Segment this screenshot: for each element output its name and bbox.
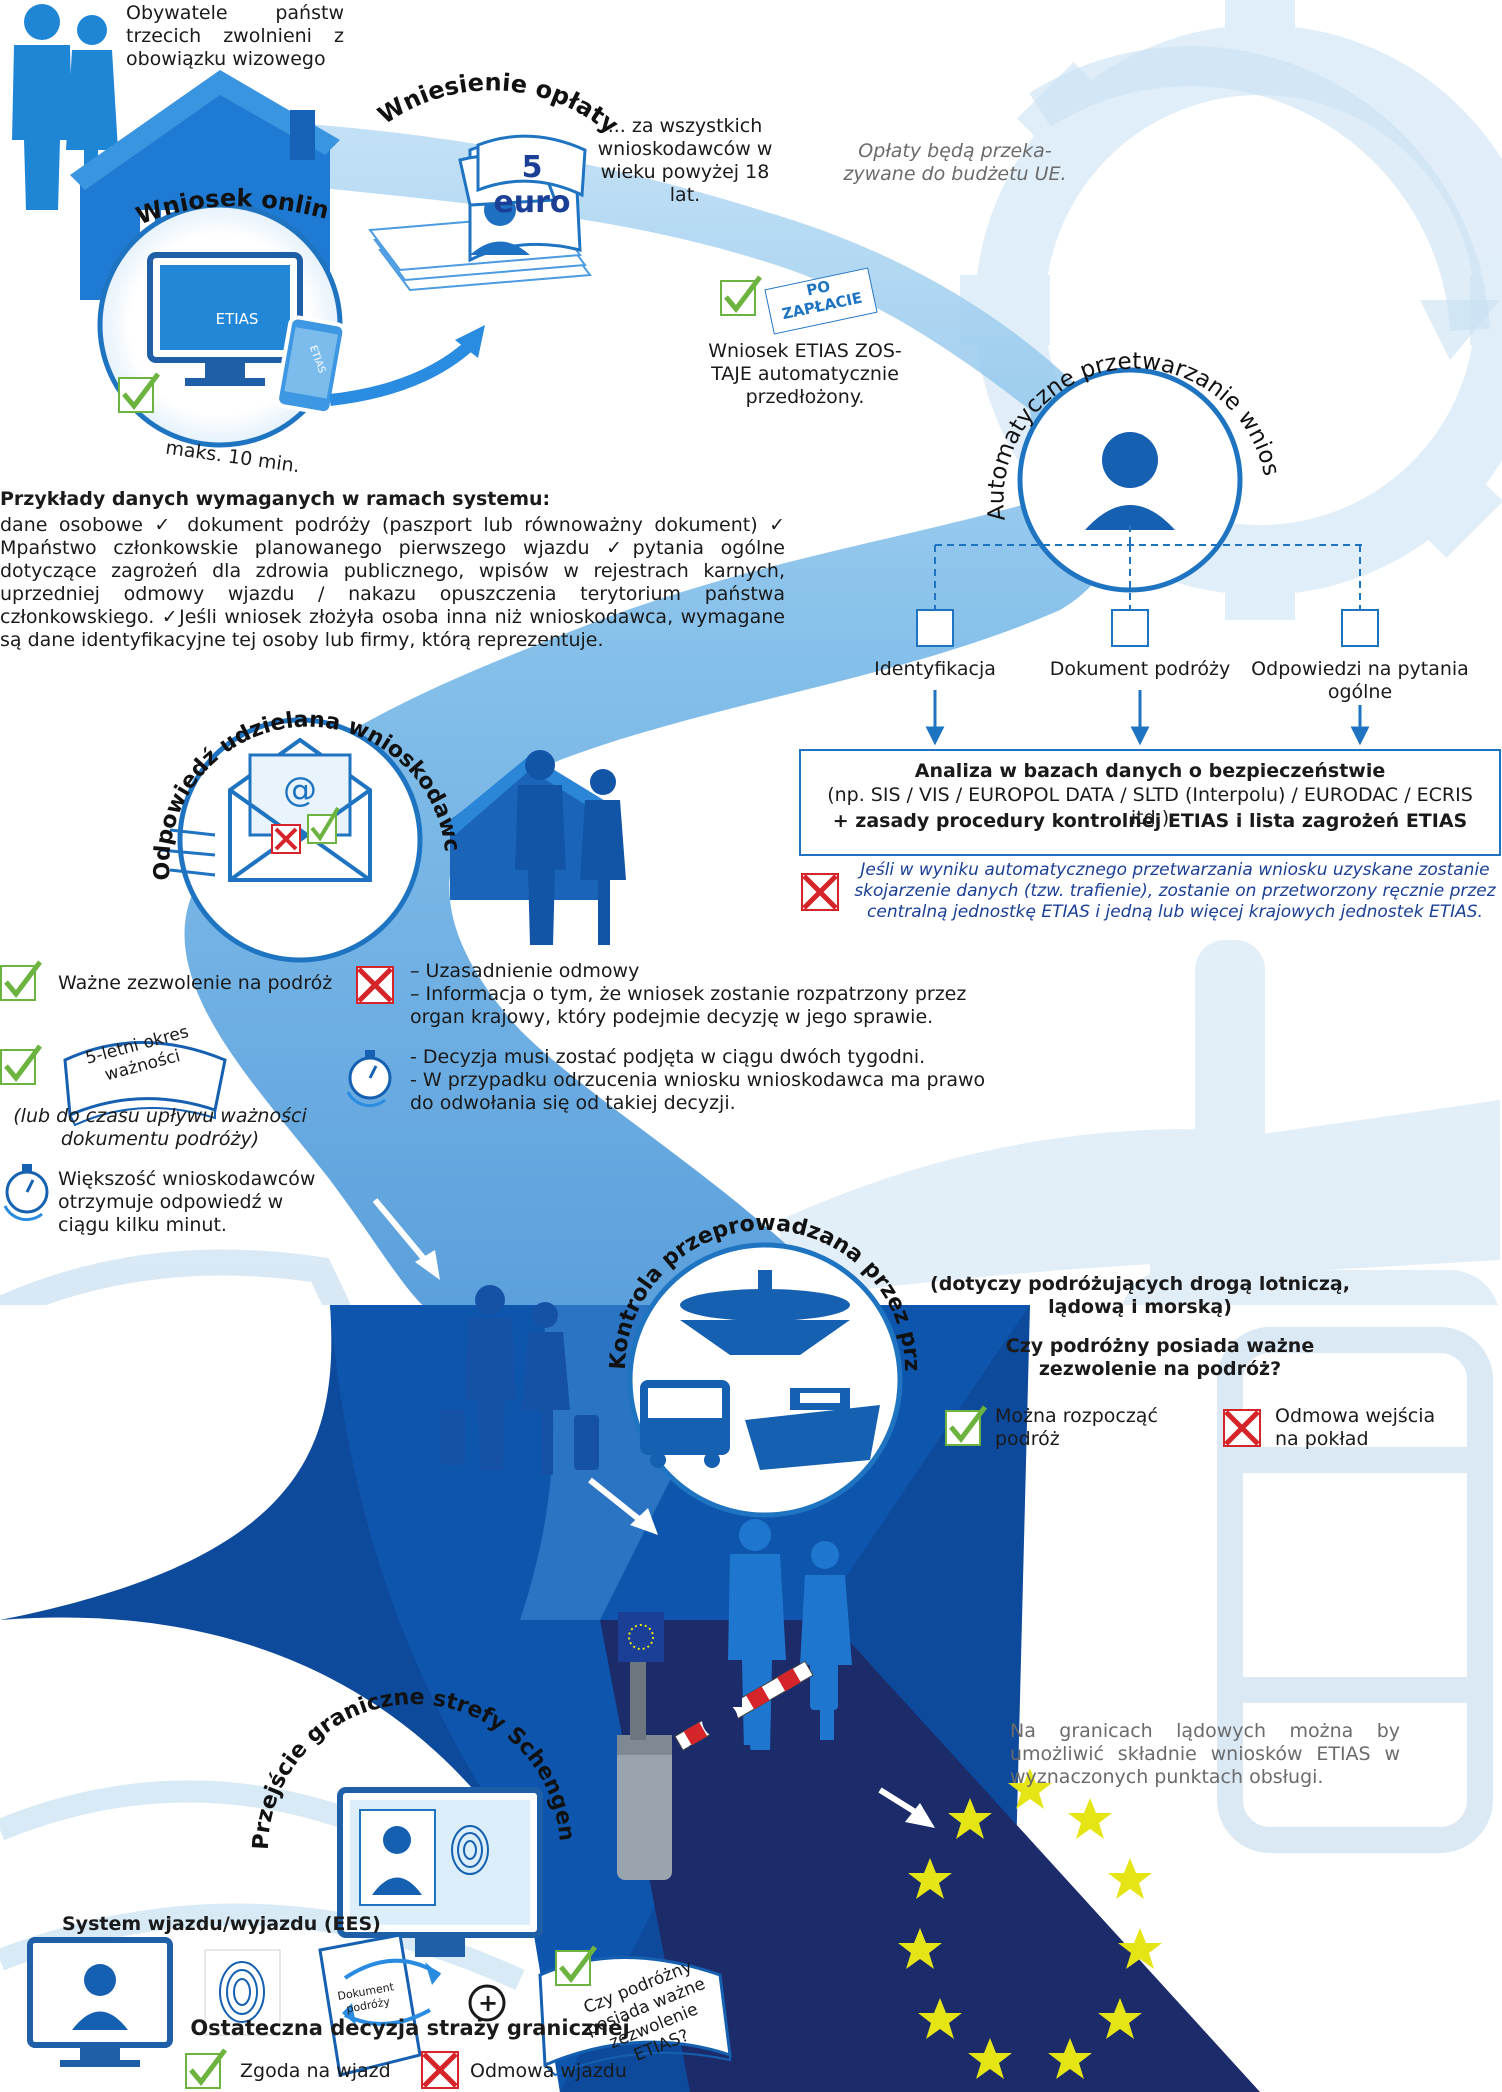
- ship-icon: [745, 1388, 880, 1470]
- carrier-yes: Można rozpocząć podróż: [995, 1405, 1158, 1450]
- person-icon: [728, 1519, 852, 1750]
- fast-response: Większość wnioskodawców otrzymuje odpowi…: [58, 1168, 316, 1236]
- fee-description: ... za wszystkich wnioskodawców w wieku …: [597, 115, 773, 206]
- data-examples-heading: Przykłady danych wymaganych w ramach sys…: [0, 488, 551, 510]
- analysis-text: (np. SIS / VIS / EUROPOL DATA / SLTD (In…: [827, 784, 1473, 829]
- processing-branches: [934, 525, 1365, 610]
- monitor-icon: [27, 1937, 173, 2067]
- cross-icon: [800, 872, 840, 912]
- entry-refused: Odmowa wjazdu: [470, 2060, 627, 2082]
- branch-identification: Identyfikacja: [874, 658, 996, 680]
- envelope-icon: [159, 737, 372, 882]
- eligible-travellers: Obywatele państw trzecich zwolnieni z ob…: [126, 2, 344, 70]
- cross-icon: [355, 965, 395, 1005]
- phone-icon: [275, 315, 347, 416]
- analysis-box: [799, 749, 1501, 856]
- check-icon: [185, 2048, 227, 2090]
- data-examples-text: dane osobowe ✓ dokument podróży (paszpor…: [0, 514, 785, 651]
- check-icon: [0, 960, 42, 1002]
- auto-submitted: Wniosek ETIAS ZOS- TAJE automatycznie pr…: [708, 340, 902, 408]
- stopwatch-icon: [346, 1050, 392, 1108]
- cross-icon: [1222, 1408, 1262, 1448]
- check-icon: [555, 1945, 597, 1987]
- carrier-no: Odmowa wejścia na pokład: [1275, 1405, 1436, 1450]
- hit-note: Jeśli w wyniku automatycznego przetwarza…: [854, 860, 1496, 922]
- monitor-icon: [147, 252, 303, 386]
- guard-icon: [682, 1697, 760, 1930]
- banknote-icon: [476, 134, 587, 198]
- monitor-icon: [337, 1787, 543, 1957]
- email-symbol: @: [283, 770, 317, 810]
- airplane-icon: [680, 1270, 850, 1355]
- fee-amount: 5 euro: [493, 150, 571, 220]
- refusal-info: – Informacja o tym, że wniosek zostanie …: [410, 983, 967, 1028]
- branch-travel-document: Dokument podróży: [1049, 658, 1231, 680]
- person-icon: [440, 1285, 599, 1475]
- eu-stars: [898, 1768, 1162, 2079]
- border-title: Przejście graniczne strefy Schengen: [249, 1685, 579, 1850]
- decision-deadline: - Decyzja musi zostać podjęta w ciągu dw…: [410, 1046, 926, 1068]
- check-icon: [118, 372, 160, 414]
- passport-icon: [318, 1933, 442, 2077]
- svg-text:Przejście graniczne strefy Sch: Przejście graniczne strefy Schengen: [249, 1685, 579, 1850]
- branch-general-questions: Odpowiedzi na pytania ogólne: [1251, 658, 1469, 703]
- response-title: Odpowiedź udzielana wnioskodawcom: [0, 0, 464, 881]
- etias-screen-label: ETIAS: [215, 310, 259, 328]
- refusal-reason: – Uzasadnienie odmowy: [410, 960, 640, 982]
- analysis-title: Analiza w bazach danych o bezpieczeństwi…: [914, 760, 1386, 782]
- fingerprint-icon: [451, 1825, 489, 1875]
- svg-text:Odpowiedź udzielana wnioskodaw: Odpowiedź udzielana wnioskodawcom: [0, 0, 464, 881]
- processing-circle: [1017, 367, 1243, 593]
- check-icon: [0, 1044, 42, 1086]
- cross-icon: [420, 2050, 460, 2090]
- fingerprint-icon: [204, 1949, 281, 2036]
- bus-icon: [640, 1380, 730, 1468]
- stopwatch-icon: [3, 1164, 49, 1222]
- check-icon: [945, 1405, 987, 1447]
- journey-road: [184, 120, 1131, 1320]
- plus-icon: +: [478, 1989, 499, 2017]
- open-book-icon: [63, 1041, 227, 1127]
- final-decision-title: Ostateczna decyzja straży granicznej: [190, 2016, 630, 2040]
- carrier-question: Czy podróżny posiada ważne zezwolenie na…: [1005, 1335, 1315, 1380]
- fee-budget-note: Opłaty będą przeka- zywane do budżetu UE…: [843, 140, 1067, 185]
- analysis-rules: + zasady procedury kontrolnej ETIAS i li…: [832, 810, 1468, 832]
- person-icon: [12, 4, 118, 210]
- entry-granted: Zgoda na wjazd: [240, 2060, 391, 2082]
- carrier-scope: (dotyczy podróżujących drogą lotniczą, l…: [930, 1273, 1350, 1318]
- land-border-note: Na granicach lądowych można by umożliwić…: [1010, 1720, 1400, 1788]
- validity-note: (lub do czasu upływu ważności dokumentu …: [13, 1105, 307, 1150]
- appeal-right: - W przypadku odrzucenia wniosku wniosko…: [410, 1069, 986, 1114]
- person-icon: [515, 750, 626, 945]
- check-icon: [720, 275, 762, 317]
- valid-permit: Ważne zezwolenie na podróż: [58, 972, 333, 994]
- ees-title: System wjazdu/wyjazdu (EES): [62, 1913, 381, 1935]
